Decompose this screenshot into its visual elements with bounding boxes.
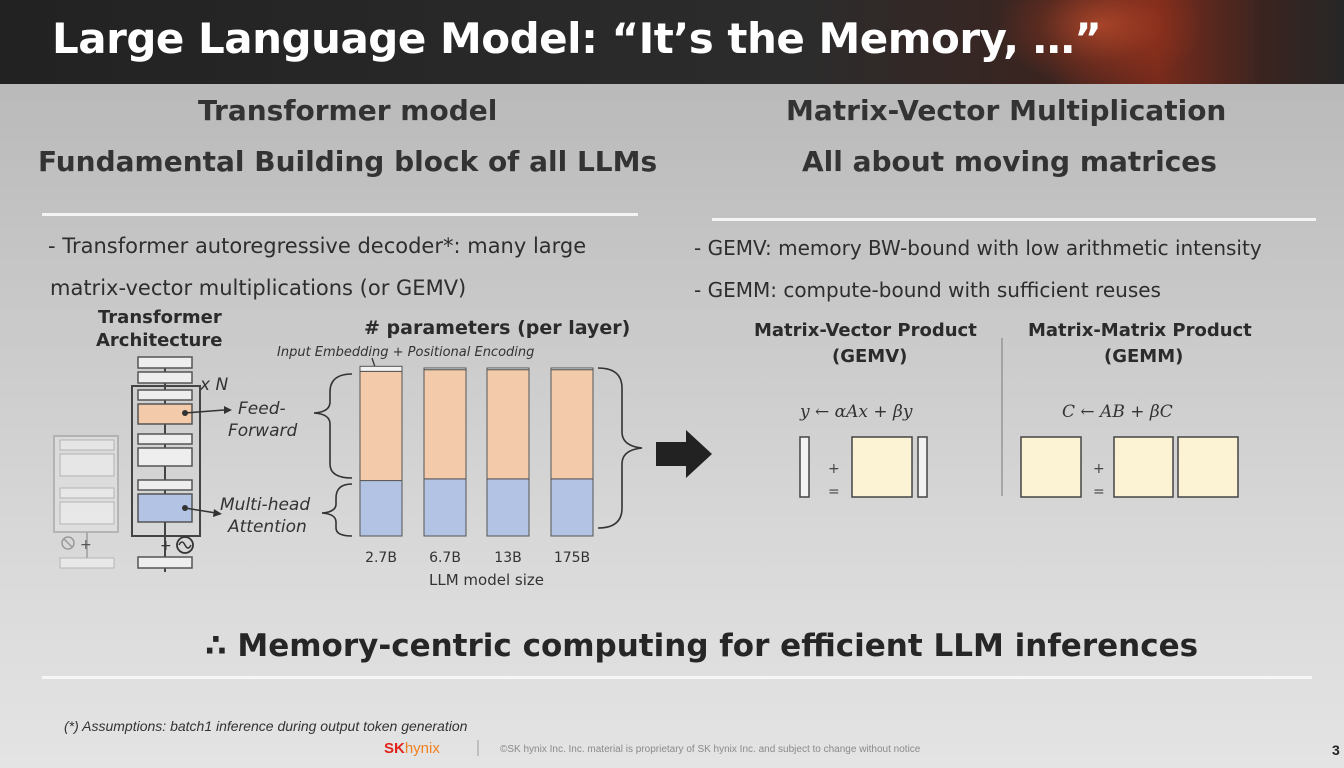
gemm-plus: + [1093, 461, 1105, 477]
right-divider [712, 218, 1316, 221]
svg-text:+: + [160, 538, 172, 554]
title-bar: Large Language Model: “It’s the Memory, … [0, 0, 1344, 84]
tick-label-175B: 175B [554, 550, 590, 566]
right-brace [597, 367, 643, 529]
bar-embedding-6.7B [423, 367, 467, 371]
bar-attention-175B [550, 478, 594, 537]
gemv-vector-x [917, 436, 928, 498]
bar-feedforward-2.7B [359, 370, 403, 482]
ff-brace [313, 373, 353, 479]
embedding-label: Input Embedding + Positional Encoding [277, 345, 535, 360]
parameter-bar-chart [359, 365, 594, 537]
decoder-block: + [131, 356, 232, 572]
mha-label-1: Multi-head [220, 495, 311, 515]
page-number: 3 [1332, 742, 1340, 758]
copyright-text: ©SK hynix Inc. Inc. material is propriet… [500, 744, 921, 755]
tick-label-6.7B: 6.7B [429, 550, 461, 566]
bar-attention-2.7B [359, 480, 403, 537]
bar-embedding-2.7B [359, 365, 403, 372]
chart-xlabel: LLM model size [429, 571, 544, 589]
logo-hynix-text: hynix [404, 740, 440, 757]
chart-tick-labels: 2.7B 6.7B 13B 175B [365, 550, 590, 566]
chart-title: # parameters (per layer) [364, 317, 631, 339]
right-heading-2: All about moving matrices [802, 145, 1217, 178]
bar-feedforward-13B [486, 369, 530, 480]
left-heading-1: Transformer model [198, 94, 498, 127]
gemm-matrix-b [1177, 436, 1239, 498]
gemv-formula: y ← αAx + βy [800, 402, 913, 422]
tick-label-2.7B: 2.7B [365, 550, 397, 566]
conclusion-text: ∴ Memory-centric computing for efficient… [205, 628, 1199, 664]
right-heading-1: Matrix-Vector Multiplication [786, 94, 1227, 127]
bar-embedding-175B [550, 367, 594, 371]
xn-label: x N [200, 375, 229, 395]
gemv-equals: = [828, 484, 840, 500]
arch-label-2: Architecture [96, 330, 223, 351]
gemv-title-2: (GEMV) [832, 346, 908, 367]
gemv-matrix-a [851, 436, 913, 498]
gemv-diagram [799, 436, 928, 498]
left-heading-2: Fundamental Building block of all LLMs [38, 145, 658, 178]
footnote: (*) Assumptions: batch1 inference during… [64, 718, 468, 734]
ff-label-2: Forward [228, 421, 298, 441]
gemm-matrix-c [1020, 436, 1082, 498]
slide-title: Large Language Model: “It’s the Memory, … [52, 14, 1102, 63]
gemm-title-1: Matrix-Matrix Product [1028, 320, 1252, 341]
arrow-icon [656, 430, 712, 478]
gemv-plus: + [828, 461, 840, 477]
mha-label-2: Attention [228, 517, 307, 537]
mha-brace [321, 483, 353, 537]
title-glow-decoration [1000, 0, 1200, 84]
right-bullet-gemm: - GEMM: compute-bound with sufficient re… [694, 278, 1161, 302]
gemv-vector-y [799, 436, 810, 498]
gemm-formula: C ← AB + βC [1062, 402, 1173, 422]
bar-feedforward-6.7B [423, 369, 467, 480]
bar-feedforward-175B [550, 369, 594, 480]
right-bullet-gemv: - GEMV: memory BW-bound with low arithme… [694, 236, 1262, 260]
gemv-title-1: Matrix-Vector Product [754, 320, 977, 341]
ff-label-1: Feed- [238, 399, 286, 419]
bar-attention-6.7B [423, 478, 467, 537]
tick-label-13B: 13B [494, 550, 521, 566]
bar-embedding-13B [486, 367, 530, 371]
left-bullet-line-1: - Transformer autoregressive decoder*: m… [48, 234, 587, 258]
bottom-divider [42, 676, 1312, 679]
gemm-diagram [1020, 436, 1239, 498]
sk-hynix-logo: SKhynix [384, 740, 440, 757]
encoder-block [53, 435, 119, 569]
gemm-equals: = [1093, 484, 1105, 500]
gemm-matrix-a [1113, 436, 1174, 498]
gemm-title-2: (GEMM) [1104, 346, 1184, 367]
encoder-plus: + [80, 537, 92, 553]
bar-attention-13B [486, 478, 530, 537]
arch-label-1: Transformer [98, 307, 222, 328]
left-bullet-line-2: matrix-vector multiplications (or GEMV) [50, 276, 467, 300]
feedforward-block [137, 403, 193, 425]
logo-sk-text: SK [384, 740, 405, 757]
left-divider [42, 213, 638, 216]
